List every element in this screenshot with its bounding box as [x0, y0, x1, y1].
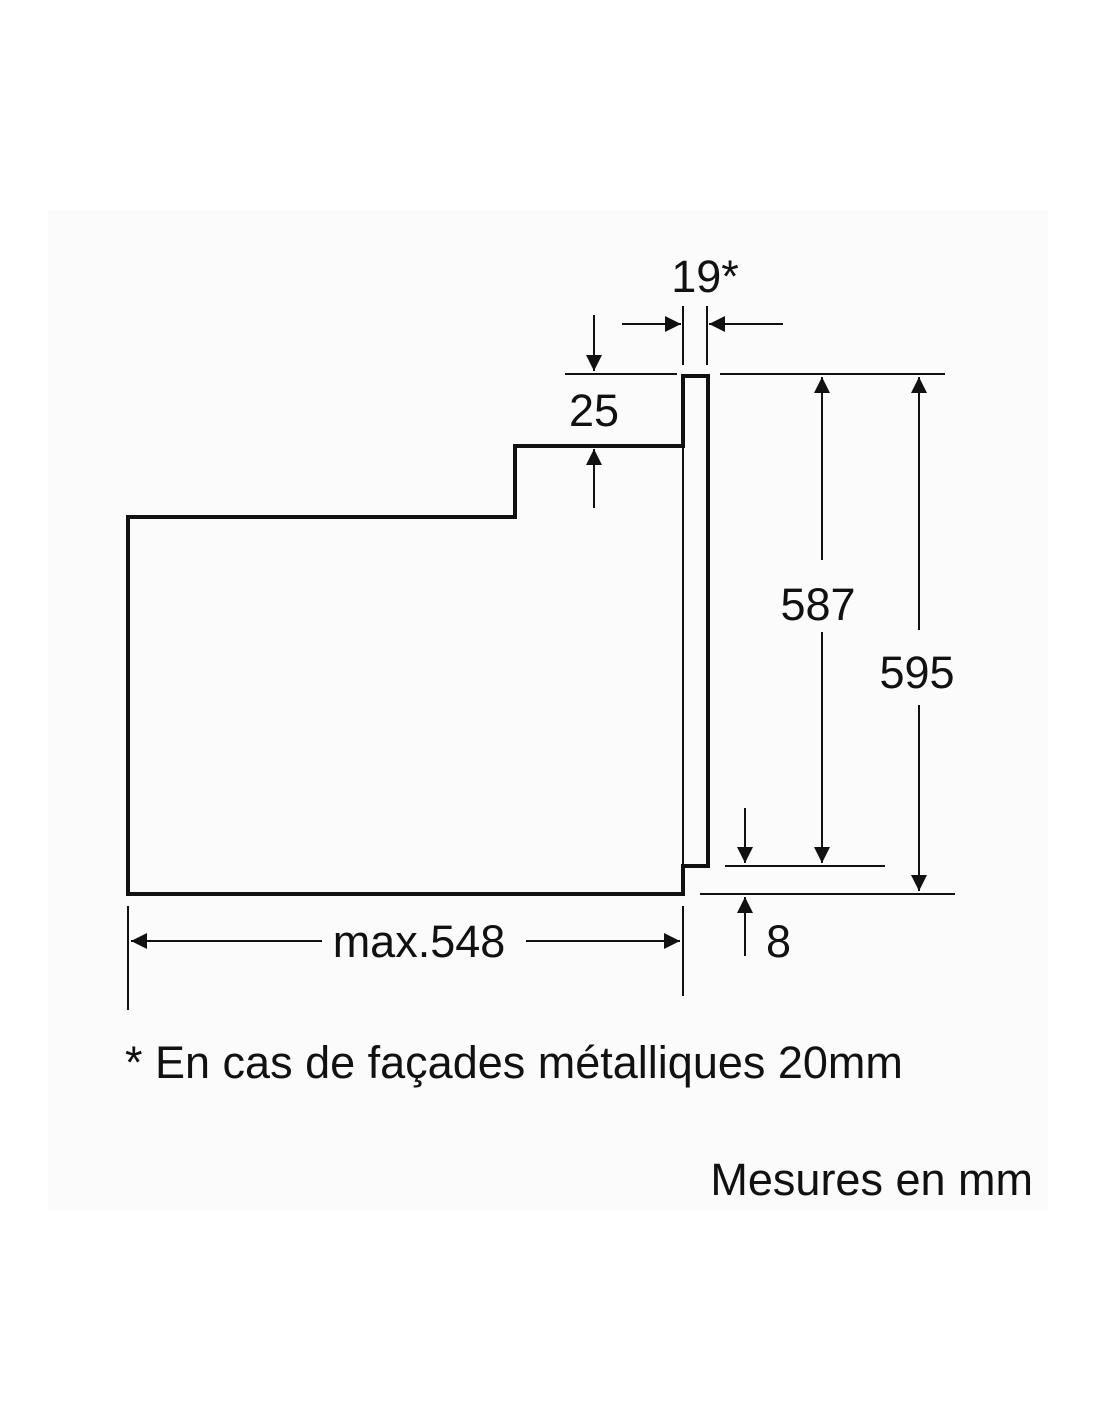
oven-body-outline [126, 374, 710, 896]
drawing-panel [48, 210, 1048, 1210]
units-note: Mesures en mm [710, 1154, 1033, 1205]
inner-height-label: 587 [780, 579, 855, 630]
bottom-offset-dimension: 8 [737, 808, 791, 967]
inner-height-dimension: 587 [720, 373, 945, 867]
front-thickness-label: 19* [671, 251, 739, 302]
total-height-dimension: 595 [700, 377, 955, 895]
top-step-dimension: 25 [565, 315, 677, 508]
bottom-offset-label: 8 [766, 916, 791, 967]
niche-depth-label: max.548 [333, 916, 506, 967]
front-thickness-dimension: 19* [622, 251, 783, 365]
top-step-label: 25 [569, 385, 619, 436]
total-height-label: 595 [879, 647, 954, 698]
niche-depth-dimension: max.548 [127, 906, 684, 1010]
footnote-text: * En cas de façades métalliques 20mm [125, 1037, 903, 1088]
